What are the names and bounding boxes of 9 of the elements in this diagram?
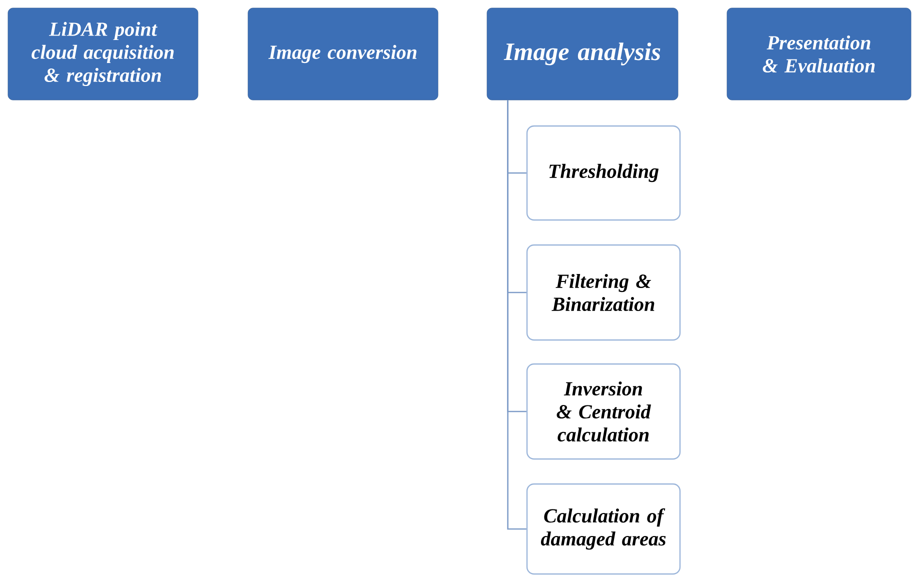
step-box: Presentation & Evaluation: [726, 8, 912, 100]
substep-box: Inversion & Centroid calculation: [526, 363, 681, 460]
step-box: LiDAR point cloud acquisition & registration: [8, 8, 198, 100]
step-box: Image conversion: [248, 8, 438, 100]
substep-box: Filtering & Binarization: [526, 244, 681, 341]
substep-box: Calculation of damaged areas: [526, 483, 681, 575]
step-box: Image analysis: [486, 8, 678, 100]
substep-box: Thresholding: [526, 125, 681, 221]
connector-line: [507, 100, 526, 530]
